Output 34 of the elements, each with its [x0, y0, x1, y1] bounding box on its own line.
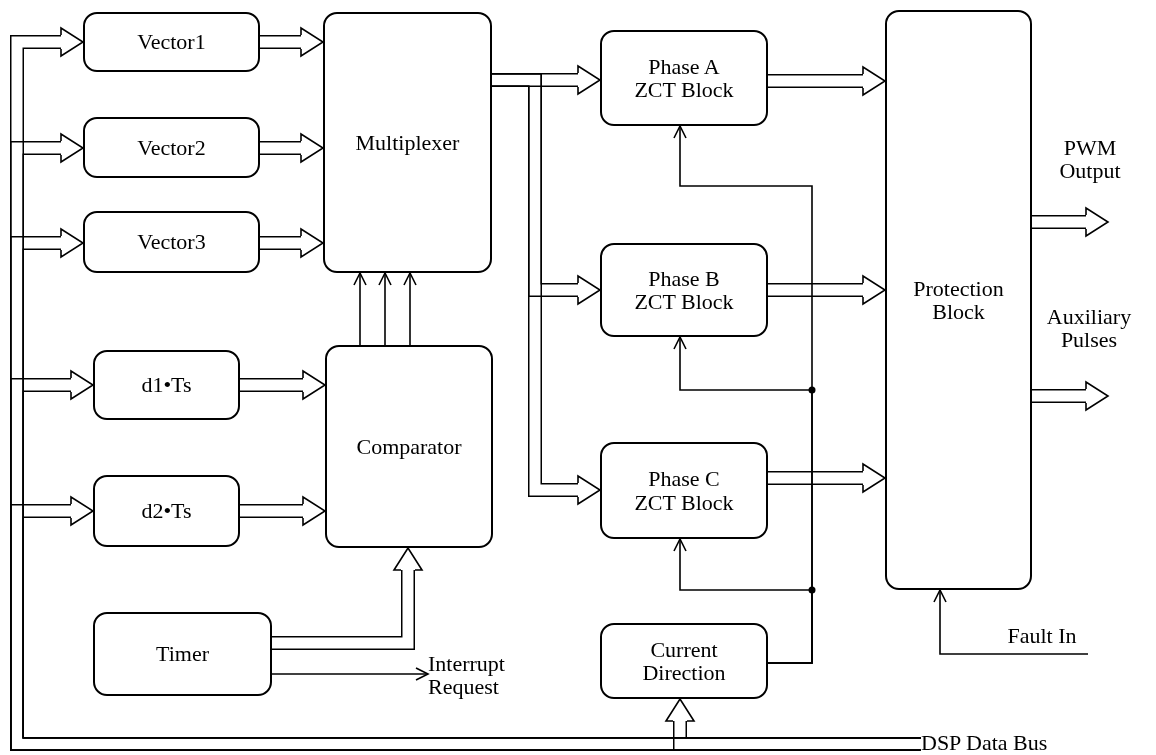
block-box	[325, 345, 493, 548]
signal-label: DSP Data Bus	[921, 731, 1131, 755]
block-label: Phase A ZCT Block	[633, 54, 735, 102]
block-label: Comparator	[356, 434, 462, 459]
block-box	[600, 30, 768, 126]
signal-arrow	[378, 272, 392, 346]
signal-label: Interrupt Request	[428, 652, 518, 699]
block-label: Vector3	[137, 230, 206, 254]
block-label: d2•Ts	[141, 499, 192, 523]
block-label: Phase C ZCT Block	[633, 467, 735, 514]
block-label: Vector1	[137, 30, 206, 54]
block-box	[600, 623, 768, 699]
block-label: Current Direction	[641, 637, 727, 685]
block-label: Phase B ZCT Block	[633, 266, 735, 314]
block-box	[600, 442, 768, 539]
block-box	[93, 612, 272, 696]
block-label: Vector2	[137, 135, 206, 160]
signal-arrow	[271, 667, 429, 681]
signal-arrow	[353, 272, 367, 346]
block-box	[600, 243, 768, 337]
signal-arrow	[673, 538, 813, 664]
block-box	[93, 475, 240, 547]
block-label: Protection Block	[912, 276, 1005, 324]
block-label: Multiplexer	[355, 130, 460, 155]
block-label: Timer	[156, 642, 209, 666]
signal-arrow	[403, 272, 417, 346]
block-box	[83, 12, 260, 72]
signal-arrow	[933, 589, 1089, 655]
block-label: d1•Ts	[141, 373, 192, 397]
block-box	[885, 10, 1032, 590]
block-box	[83, 211, 260, 273]
block-box	[93, 350, 240, 420]
block-box	[323, 12, 492, 273]
block-box	[83, 117, 260, 178]
